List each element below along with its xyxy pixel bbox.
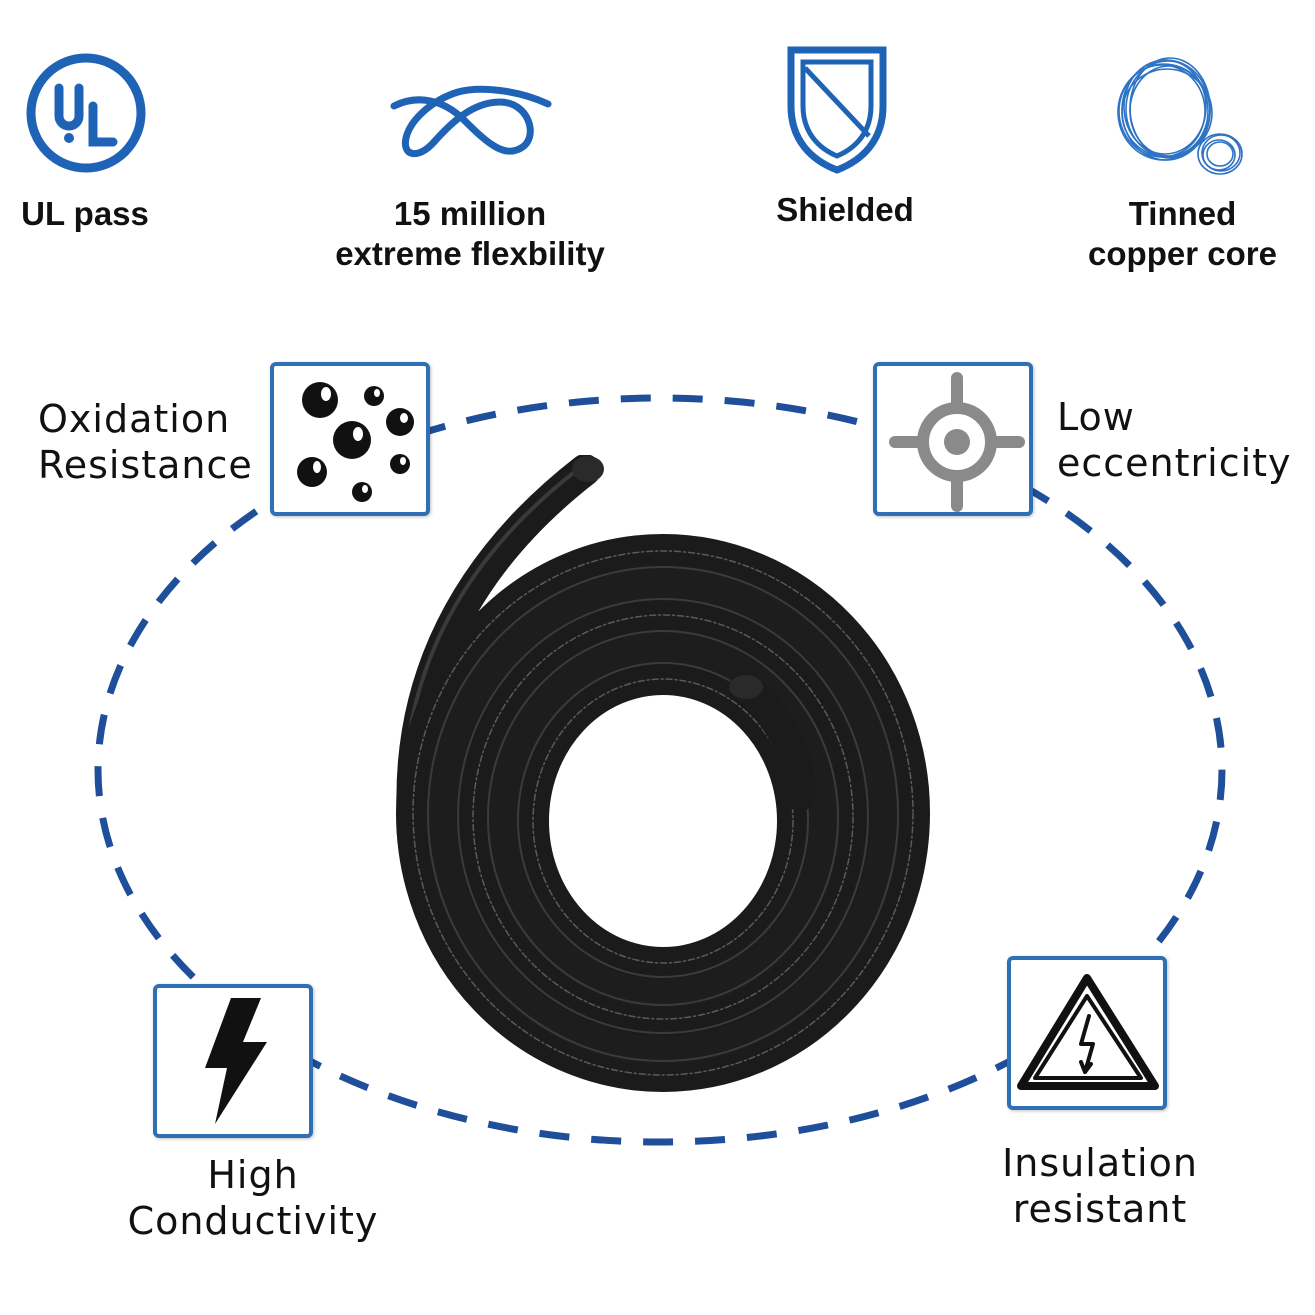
target-icon <box>889 372 1025 512</box>
oxidation-label: Oxidation Resistance <box>38 397 253 487</box>
particles-icon <box>297 382 414 502</box>
oxidation-box <box>270 362 430 516</box>
conductivity-label: High Conductivity <box>127 1153 379 1243</box>
lightning-bolt-icon <box>205 998 267 1124</box>
insulation-label: Insulation resistant <box>1002 1141 1198 1231</box>
cable-coil-image <box>396 455 930 1092</box>
eccentricity-label: Low eccentricity <box>1057 395 1292 485</box>
flexibility-label: 15 million extreme flexbility <box>335 195 605 272</box>
conductivity-box <box>153 984 313 1138</box>
shield-icon <box>787 46 887 174</box>
ul-pass-label: UL pass <box>21 195 149 232</box>
eccentricity-box <box>873 362 1033 516</box>
ul-logo-icon <box>26 53 146 173</box>
knot-icon <box>390 85 552 157</box>
wire-coil-icon <box>1117 57 1243 175</box>
tinned-copper-label: Tinned copper core <box>1088 195 1277 272</box>
high-voltage-warning-icon <box>1017 974 1159 1090</box>
shielded-label: Shielded <box>776 191 914 228</box>
insulation-box <box>1007 956 1167 1110</box>
